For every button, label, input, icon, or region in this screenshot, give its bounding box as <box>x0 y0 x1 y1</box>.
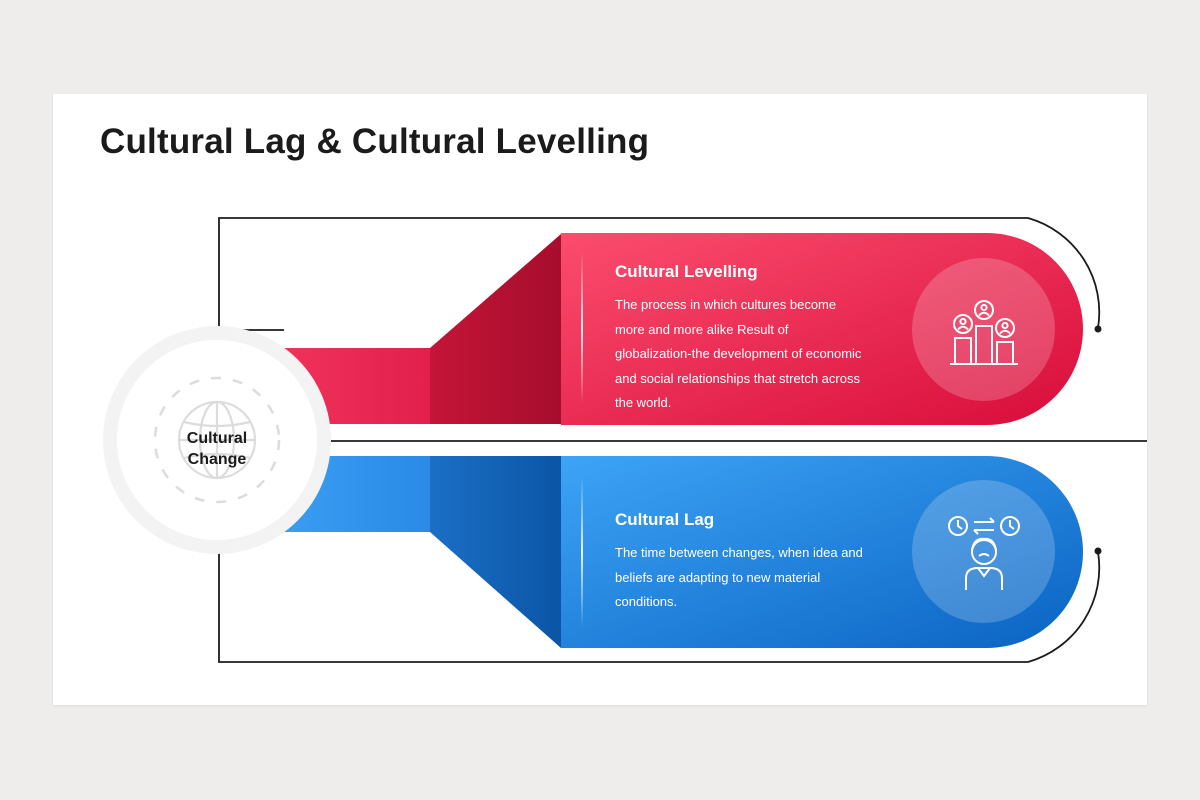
slide-title: Cultural Lag & Cultural Levelling <box>100 122 650 161</box>
cultural-levelling-body: The process in which cultures become mor… <box>615 297 862 410</box>
person-clocks-icon <box>947 515 1020 590</box>
globe-icon <box>153 376 281 504</box>
cultural-lag-title: Cultural Lag <box>615 510 715 529</box>
cultural-lag-text: Cultural Lag The time between changes, w… <box>615 510 865 615</box>
cultural-lag-body: The time between changes, when idea and … <box>615 545 863 609</box>
cultural-change-hub: Cultural Change <box>103 326 331 554</box>
cultural-levelling-text: Cultural Levelling The process in which … <box>615 262 863 416</box>
hub-label-line1: Cultural <box>186 430 248 447</box>
blue-funnel <box>430 456 561 648</box>
red-funnel <box>430 234 561 424</box>
cultural-levelling-icon-circle <box>912 258 1055 401</box>
connector-line <box>218 423 1101 663</box>
connector-dot <box>1094 547 1102 555</box>
slide: Cultural Lag & Cultural Levelling <box>53 94 1147 705</box>
diagram <box>218 217 1147 663</box>
connector-dot <box>1094 325 1102 333</box>
bar-chart-people-icon <box>949 299 1018 365</box>
cultural-lag-icon-circle <box>912 480 1055 623</box>
cultural-lag-card <box>561 456 1083 648</box>
shine-line <box>581 252 583 404</box>
hub-label: Cultural Change <box>117 428 317 470</box>
shine-line <box>581 476 583 628</box>
cultural-levelling-title: Cultural Levelling <box>615 262 758 281</box>
cultural-levelling-card <box>561 233 1083 425</box>
hub-label-line2: Change <box>187 451 247 468</box>
hub-inner: Cultural Change <box>117 340 317 540</box>
connector-line <box>218 217 1101 331</box>
